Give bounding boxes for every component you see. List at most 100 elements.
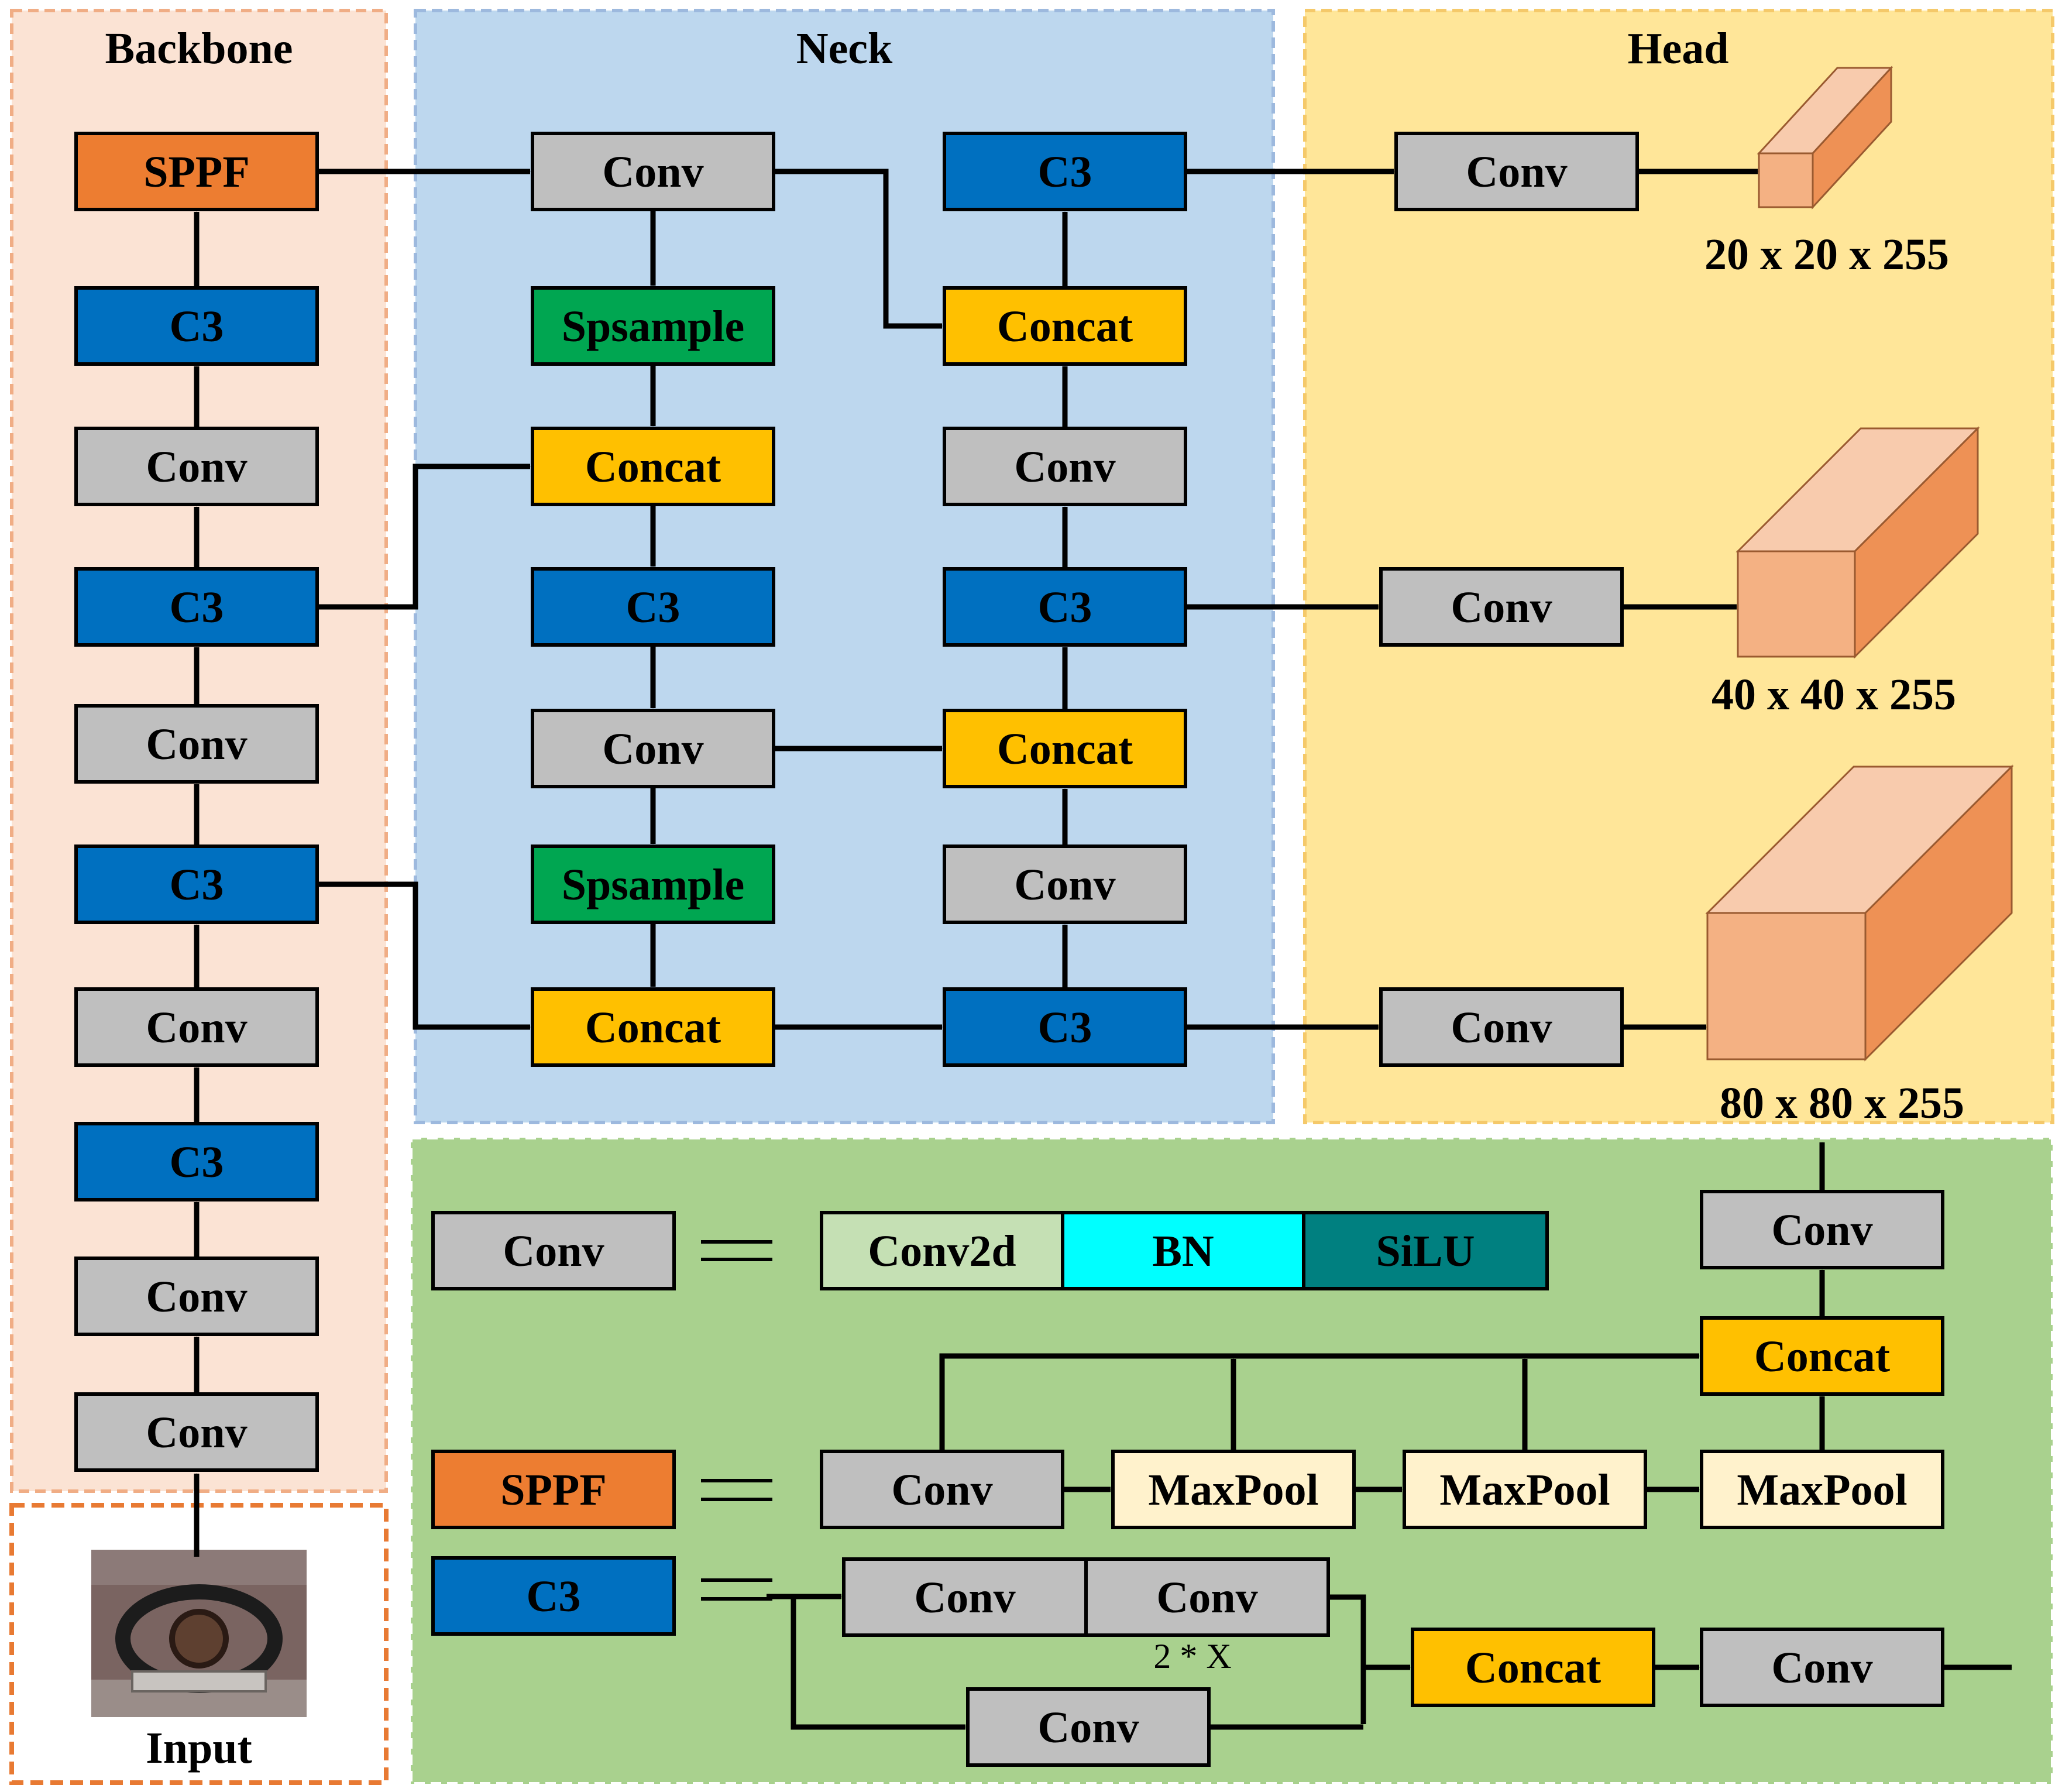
legend-bn: BN (1061, 1211, 1305, 1290)
head-conv-0-label: Conv (1466, 147, 1567, 197)
neck-left-block-2-label: Concat (585, 442, 721, 492)
neck-left-block-3-label: C3 (626, 583, 681, 632)
neck-left-block-0: Conv (531, 132, 775, 211)
legend-conv-lhs-label: Conv (503, 1227, 604, 1276)
connection-arrows (194, 169, 2012, 1730)
legend-bn-label: BN (1152, 1227, 1214, 1276)
input-label: Input (146, 1724, 252, 1773)
neck-left-block-6-label: Concat (585, 1003, 721, 1052)
backbone-block-2: Conv (74, 427, 319, 506)
neck-left-block-0-label: Conv (602, 147, 703, 197)
backbone-block-1-label: C3 (170, 302, 224, 351)
output-tensors (1705, 66, 2014, 1062)
backbone-block-5: C3 (74, 844, 319, 924)
backbone-block-2-label: Conv (146, 442, 247, 492)
neck-left-block-4: Conv (531, 709, 775, 788)
neck-left-block-1: Spsample (531, 286, 775, 366)
backbone-block-7-label: C3 (170, 1138, 224, 1187)
output-dim-medium: 40 x 40 x 255 (1712, 670, 1956, 719)
output-dim-small: 20 x 20 x 255 (1704, 230, 1949, 279)
legend-sppf-maxpool-0: MaxPool (1111, 1450, 1356, 1529)
neck-right-block-6-label: C3 (1038, 1003, 1092, 1052)
arrow-sppf-conv-to-concat (939, 1353, 1700, 1451)
head-title: Head (1627, 24, 1728, 73)
legend-c3-conv-skip-label: Conv (1037, 1703, 1139, 1752)
neck-right-block-1-label: Concat (997, 302, 1133, 351)
legend-silu-label: SiLU (1376, 1227, 1475, 1276)
backbone-block-1: C3 (74, 286, 319, 366)
legend-sppf-maxpool-1-label: MaxPool (1439, 1465, 1610, 1515)
input-image (91, 1550, 307, 1717)
legend-conv2d-label: Conv2d (868, 1227, 1016, 1276)
backbone-block-0: SPPF (74, 132, 319, 211)
backbone-block-0-label: SPPF (143, 147, 250, 197)
legend-conv2d: Conv2d (820, 1211, 1064, 1290)
legend-c3-lhs: C3 (431, 1556, 676, 1636)
legend-sppf-maxpool-1: MaxPool (1403, 1450, 1647, 1529)
legend-c3-conv-b: Conv (1084, 1557, 1330, 1637)
legend-sppf-conv: Conv (820, 1450, 1064, 1529)
backbone-block-3: C3 (74, 567, 319, 647)
output-dim-large: 80 x 80 x 255 (1720, 1079, 1964, 1128)
legend-sppf-out-conv-label: Conv (1771, 1206, 1872, 1255)
neck-left-block-2: Concat (531, 427, 775, 506)
neck-title: Neck (796, 24, 893, 73)
legend-c3-lhs-label: C3 (527, 1572, 581, 1621)
legend-c3-conv-a-label: Conv (914, 1573, 1015, 1622)
legend-sppf-conv-label: Conv (891, 1465, 992, 1515)
neck-right-block-0-label: C3 (1038, 147, 1092, 197)
backbone-title: Backbone (105, 24, 293, 73)
head-conv-0: Conv (1394, 132, 1639, 211)
legend-sppf-maxpool-2: MaxPool (1700, 1450, 1944, 1529)
head-conv-1: Conv (1379, 567, 1624, 647)
neck-right-block-5: Conv (943, 844, 1187, 924)
legend-silu: SiLU (1302, 1211, 1549, 1290)
legend-c3-out-conv: Conv (1700, 1628, 1944, 1707)
backbone-block-7: C3 (74, 1122, 319, 1201)
arrow-neck-conv-to-concat-top (774, 169, 943, 329)
neck-left-block-4-label: Conv (602, 725, 703, 774)
neck-right-block-2: Conv (943, 427, 1187, 506)
equals-sign-c3 (701, 1578, 772, 1601)
backbone-block-6: Conv (74, 987, 319, 1067)
neck-right-block-4-label: Concat (997, 725, 1133, 774)
legend-sppf-lhs: SPPF (431, 1450, 676, 1529)
legend-sppf-concat: Concat (1700, 1316, 1944, 1396)
neck-right-block-6: C3 (943, 987, 1187, 1067)
repeat-note: 2 * X (1153, 1637, 1231, 1676)
legend-sppf-out-conv: Conv (1700, 1190, 1944, 1269)
backbone-block-5-label: C3 (170, 860, 224, 909)
neck-right-block-5-label: Conv (1014, 860, 1115, 909)
legend-c3-conv-b-label: Conv (1156, 1573, 1257, 1622)
neck-right-block-3-label: C3 (1038, 583, 1092, 632)
legend-sppf-concat-label: Concat (1754, 1332, 1890, 1381)
head-conv-2-label: Conv (1451, 1003, 1552, 1052)
output-cube-large (1705, 764, 2014, 1062)
line-c3-main-join (1328, 1594, 1366, 1724)
legend-conv-lhs: Conv (431, 1211, 676, 1290)
neck-right-block-2-label: Conv (1014, 442, 1115, 492)
head-conv-1-label: Conv (1451, 583, 1552, 632)
backbone-block-4: Conv (74, 704, 319, 784)
output-cube-medium (1735, 426, 1980, 659)
equals-sign-conv (701, 1240, 772, 1261)
neck-right-block-4: Concat (943, 709, 1187, 788)
legend-sppf-lhs-label: SPPF (500, 1465, 607, 1515)
legend-c3-conv-skip: Conv (966, 1687, 1211, 1767)
neck-left-block-5-label: Spsample (562, 860, 745, 909)
neck-left-block-6: Concat (531, 987, 775, 1067)
neck-right-block-0: C3 (943, 132, 1187, 211)
backbone-block-4-label: Conv (146, 720, 247, 769)
neck-left-block-1-label: Spsample (562, 302, 745, 351)
legend-c3-concat: Concat (1411, 1628, 1655, 1707)
neck-right-block-1: Concat (943, 286, 1187, 366)
backbone-block-8-label: Conv (146, 1272, 247, 1321)
neck-left-block-3: C3 (531, 567, 775, 647)
arrow-c3-skip (791, 1597, 966, 1730)
output-cube-small (1757, 66, 1893, 210)
block-layer: SPPFC3ConvC3ConvC3ConvC3ConvConvConvSpsa… (74, 132, 1944, 1767)
legend-sppf-maxpool-0-label: MaxPool (1148, 1465, 1318, 1515)
arrow-backbone-c3-to-concat-low (317, 881, 531, 1030)
neck-right-block-3: C3 (943, 567, 1187, 647)
